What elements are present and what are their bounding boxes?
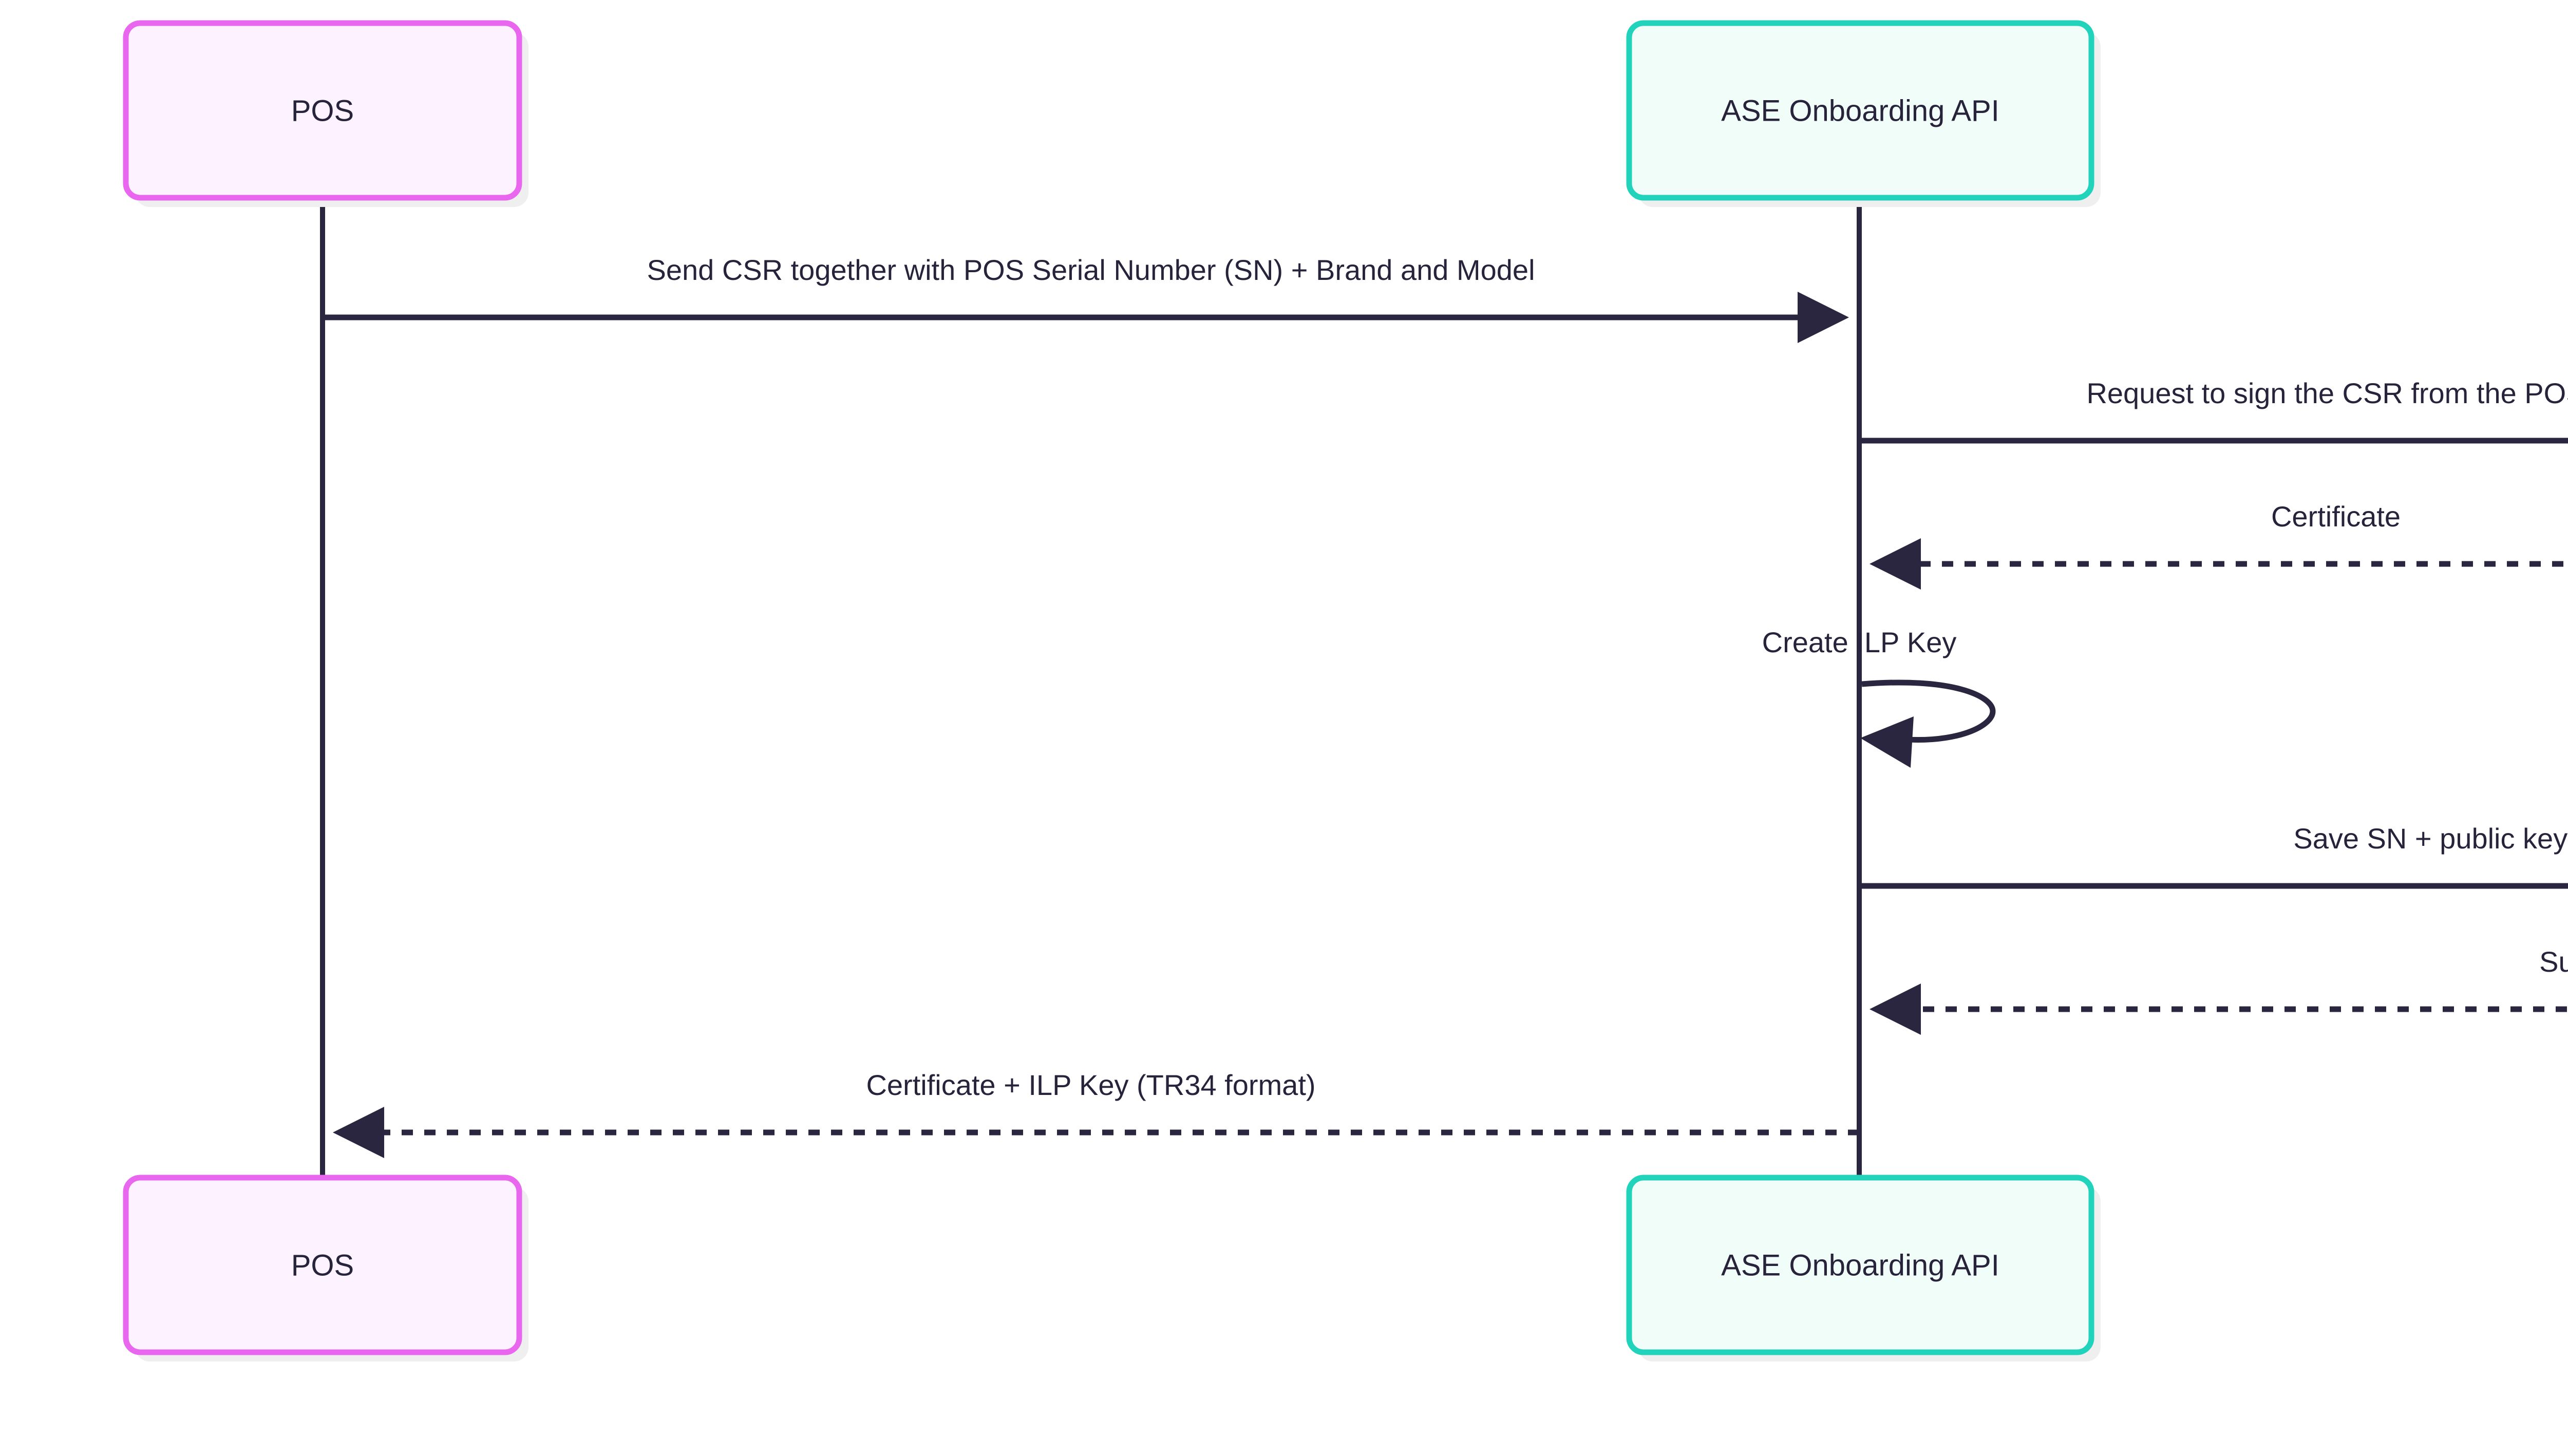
- message-label: Create ILP Key: [1762, 626, 1957, 658]
- message-save-sn-public-key-ilp-key[interactable]: Save SN + public key + ILP Key (Terminal…: [1859, 822, 2568, 912]
- arrow-head-left-icon: [1870, 984, 1921, 1035]
- message-label: Send CSR together with POS Serial Number…: [647, 254, 1535, 286]
- arrow-head-left-icon: [333, 1107, 384, 1158]
- actor-box: [123, 1175, 522, 1355]
- arrow-head-right-icon: [1798, 292, 1849, 343]
- messages-group: Send CSR together with POS Serial Number…: [323, 254, 2568, 1158]
- actor-boxes-bottom: POS ASE Onboarding API ASE CA Database: [123, 1175, 2101, 1362]
- lifelines-group: [320, 198, 1862, 1178]
- actor-bottom-pos[interactable]: POS: [123, 1175, 528, 1362]
- message-label: Save SN + public key + ILP Key (Terminal…: [2293, 822, 2568, 855]
- message-certificate[interactable]: Certificate: [1870, 500, 2568, 590]
- actor-boxes-top: POS ASE Onboarding API ASE CA Database: [123, 20, 2101, 207]
- self-loop-path: [1861, 679, 1996, 743]
- arrow-head-left-icon: [1860, 716, 1914, 768]
- message-success[interactable]: Success: [1870, 946, 2568, 1035]
- actor-top-pos[interactable]: POS: [123, 20, 528, 207]
- message-label: Certificate: [2271, 500, 2401, 533]
- message-certificate-ilp-key-tr34[interactable]: Certificate + ILP Key (TR34 format): [333, 1069, 1859, 1158]
- actor-label: ASE Onboarding API: [1721, 1249, 1999, 1282]
- actor-bottom-ase-onboarding-api[interactable]: ASE Onboarding API: [1626, 1175, 2101, 1362]
- message-request-to-sign-csr[interactable]: Request to sign the CSR from the POS: [1859, 377, 2568, 466]
- actor-label: POS: [291, 1249, 354, 1282]
- actor-box: [123, 20, 522, 201]
- actor-top-ase-onboarding-api[interactable]: ASE Onboarding API: [1626, 20, 2101, 207]
- message-send-csr[interactable]: Send CSR together with POS Serial Number…: [323, 254, 1849, 343]
- actor-label: ASE Onboarding API: [1721, 94, 1999, 127]
- message-label: Certificate + ILP Key (TR34 format): [866, 1069, 1315, 1101]
- arrow-head-left-icon: [1870, 538, 1921, 590]
- message-create-ilp-key[interactable]: Create ILP Key: [1762, 626, 1996, 768]
- message-label: Success: [2539, 946, 2568, 978]
- actor-box: [1626, 20, 2094, 201]
- message-label: Request to sign the CSR from the POS: [2086, 377, 2568, 409]
- actor-label: POS: [291, 94, 354, 127]
- actor-box: [1626, 1175, 2094, 1355]
